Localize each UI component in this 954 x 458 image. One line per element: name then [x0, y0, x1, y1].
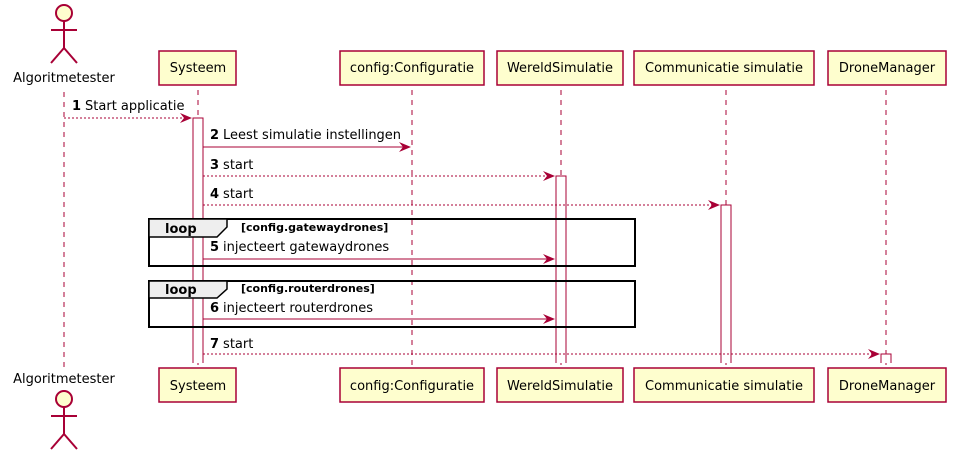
- actor-head: [55, 4, 73, 22]
- loop-guard: [config.gatewaydrones]: [241, 221, 388, 234]
- loop-frame: [148, 280, 636, 328]
- actor-bottom: [50, 390, 78, 450]
- box-dronemanager-top: [827, 50, 947, 86]
- participant-dronemanager-label-bottom: DroneManager: [839, 379, 936, 394]
- activation-systeem: [192, 117, 204, 363]
- arrowhead: [543, 254, 555, 264]
- box-wereldsimulatie-bottom: [496, 367, 624, 403]
- arrowhead: [543, 171, 555, 181]
- participant-config-label-bottom: config:Configuratie: [350, 379, 474, 394]
- box-dronemanager-bottom: [827, 367, 947, 403]
- participant-communicatie-label: Communicatie simulatie: [645, 61, 803, 76]
- loop-tab: [148, 218, 228, 238]
- activation-wereldsimulatie: [555, 175, 567, 363]
- actor-label-bottom: Algoritmetester: [13, 372, 115, 387]
- arrowhead: [708, 200, 720, 210]
- activation-bars: [192, 117, 892, 363]
- arrowhead: [543, 314, 555, 324]
- participant-systeem-label-bottom: Systeem: [170, 379, 226, 394]
- loop-frame: [148, 218, 636, 267]
- participant-communicatie-label-bottom: Communicatie simulatie: [645, 379, 803, 394]
- loop-fragment-2: loop [config.routerdrones]: [148, 280, 636, 328]
- activation-dronemanager: [880, 353, 892, 363]
- participant-boxes-top: [158, 50, 947, 86]
- box-config-top: [339, 50, 485, 86]
- loop-keyword: loop: [165, 222, 197, 237]
- participant-wereldsimulatie-label: WereldSimulatie: [507, 61, 613, 76]
- arrowhead: [399, 142, 411, 152]
- loop-guard: [config.routerdrones]: [241, 282, 375, 295]
- participant-config-label: config:Configuratie: [350, 61, 474, 76]
- box-communicatie-bottom: [633, 367, 815, 403]
- participant-boxes-bottom: [158, 367, 947, 403]
- box-communicatie-top: [633, 50, 815, 86]
- actor-label-top: Algoritmetester: [13, 71, 115, 86]
- box-wereldsimulatie-top: [496, 50, 624, 86]
- loop-keyword: loop: [165, 283, 197, 298]
- participant-dronemanager-label: DroneManager: [839, 61, 936, 76]
- activation-communicatie: [720, 204, 732, 363]
- box-systeem-bottom: [158, 367, 237, 403]
- participant-systeem-label: Systeem: [170, 61, 226, 76]
- participant-wereldsimulatie-label-bottom: WereldSimulatie: [507, 379, 613, 394]
- actor-head: [55, 390, 73, 408]
- box-config-bottom: [339, 367, 485, 403]
- arrowhead: [868, 349, 880, 359]
- loop-tab: [148, 280, 228, 299]
- arrowhead: [180, 113, 192, 123]
- loop-fragment-1: loop [config.gatewaydrones]: [148, 218, 636, 267]
- actor-top: [50, 4, 78, 64]
- box-systeem-top: [158, 50, 237, 86]
